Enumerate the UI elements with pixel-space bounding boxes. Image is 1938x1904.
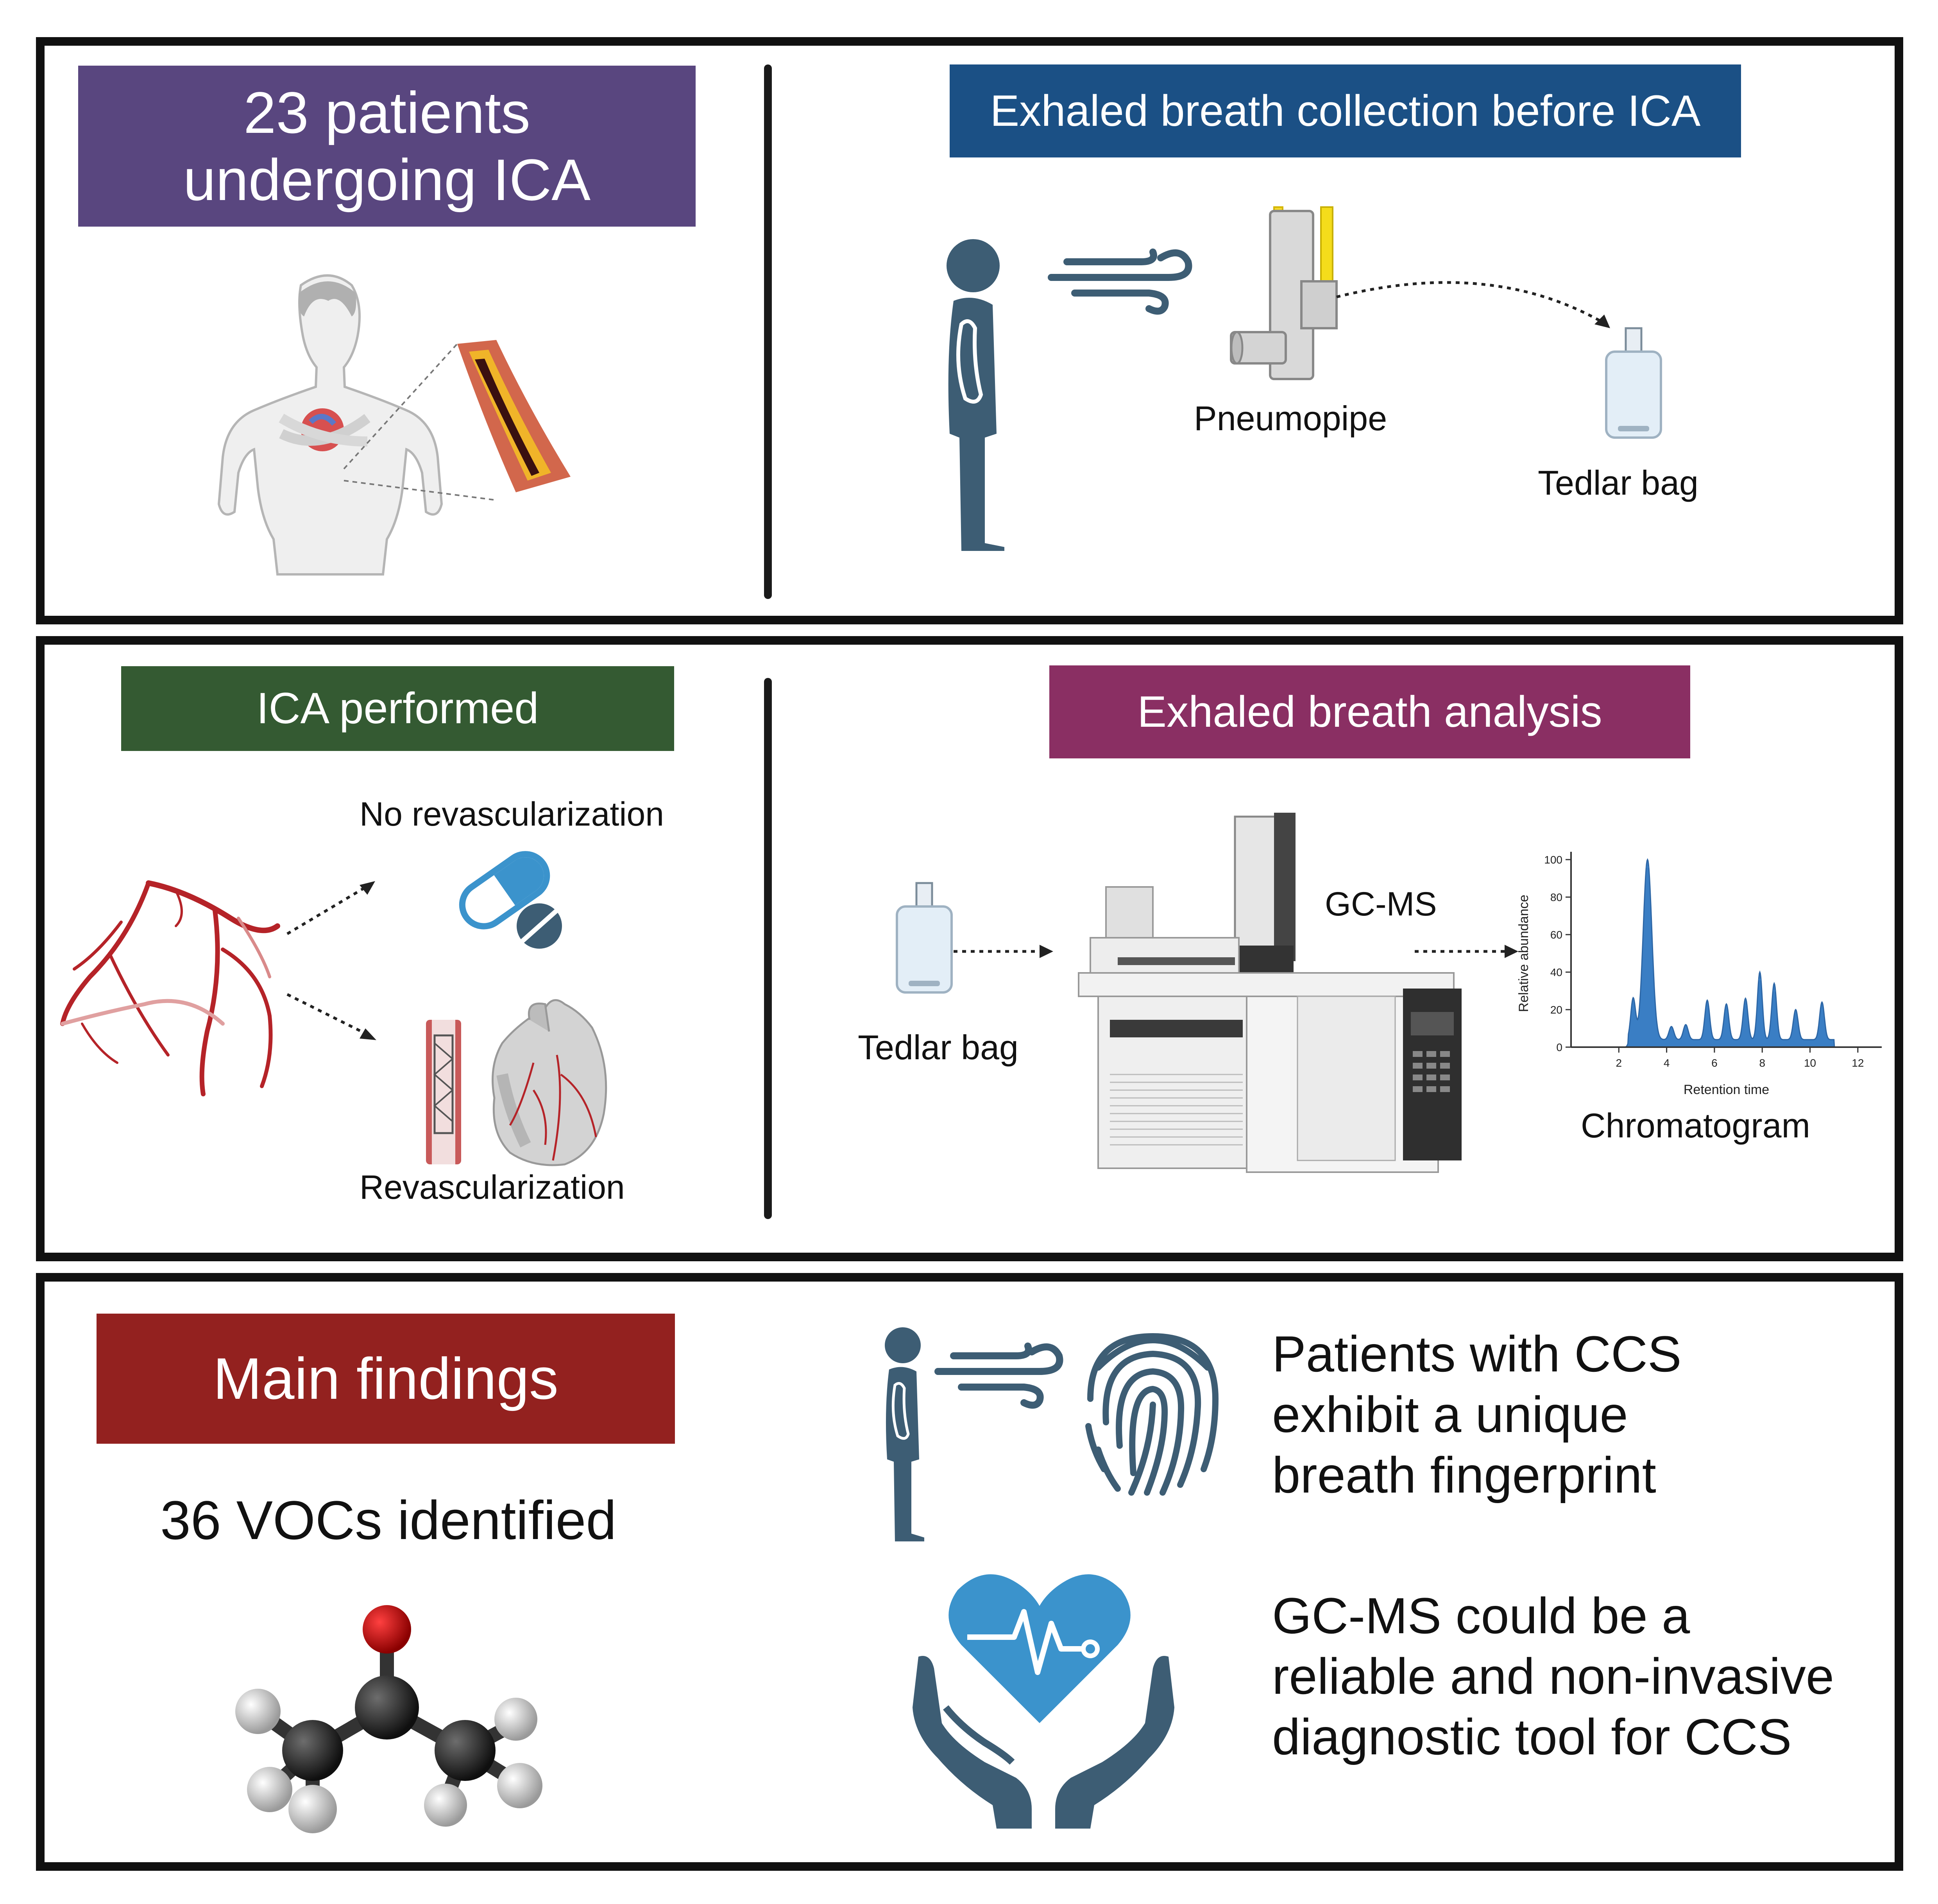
patient-body-icon: [217, 274, 443, 576]
analysis-title-box: Exhaled breath analysis: [1049, 665, 1690, 758]
dotted-arrow-1: [1336, 281, 1610, 328]
finding2-line1: GC-MS could be a: [1272, 1587, 1690, 1644]
peak-point-10: [1794, 1016, 1797, 1019]
y-tick-label-0: 0: [1556, 1041, 1562, 1053]
peak-point-9: [1773, 990, 1775, 992]
ica-title-box: ICA performed: [121, 666, 674, 751]
dotted-arrow-down: [286, 993, 376, 1040]
collection-title-box: Exhaled breath collection before ICA: [950, 64, 1741, 157]
dotted-arrow-4: [1415, 945, 1518, 958]
dotted-arrow-up: [286, 881, 375, 935]
patients-title-box: 23 patients undergoing ICA: [78, 66, 696, 227]
peak-point-5: [1706, 1007, 1709, 1009]
peak-point-6: [1725, 1010, 1728, 1013]
findings-title: Main findings: [213, 1346, 558, 1412]
x-tick-label-12: 12: [1852, 1057, 1864, 1069]
divider-panel1: [764, 64, 772, 599]
y-tick-label-40: 40: [1550, 966, 1562, 978]
gcms-instrument-icon: [1078, 813, 1462, 1173]
x-tick-label-2: 2: [1616, 1057, 1622, 1069]
coronary-tree-icon: [60, 880, 280, 1096]
collection-title: Exhaled breath collection before ICA: [990, 86, 1701, 135]
tedlar-label-2: Tedlar bag: [858, 1028, 1018, 1067]
y-tick-label-80: 80: [1550, 891, 1562, 903]
y-tick-label-20: 20: [1550, 1004, 1562, 1016]
y-axis-label: Relative abundance: [1516, 895, 1531, 1012]
finding2-line3: diagnostic tool for CCS: [1272, 1708, 1792, 1765]
human-figure-small-icon: [885, 1327, 924, 1541]
finding1-line2: exhibit a unique: [1272, 1386, 1628, 1443]
findings-title-box: Main findings: [97, 1314, 675, 1444]
x-axis-label: Retention time: [1684, 1082, 1769, 1097]
pneumopipe-label: Pneumopipe: [1194, 399, 1387, 438]
y-tick-label-100: 100: [1544, 854, 1562, 866]
x-tick-label-10: 10: [1804, 1057, 1816, 1069]
x-tick-label-8: 8: [1759, 1057, 1765, 1069]
patients-title: 23 patients undergoing ICA: [183, 79, 591, 213]
x-tick-label-4: 4: [1664, 1057, 1670, 1069]
pneumopipe-icon: [1230, 206, 1338, 380]
peak-point-8: [1759, 978, 1761, 981]
fingerprint-icon: [1085, 1333, 1219, 1496]
finding1-line3: breath fingerprint: [1272, 1446, 1656, 1504]
tedlar-label-1: Tedlar bag: [1538, 463, 1698, 502]
analysis-title: Exhaled breath analysis: [1137, 687, 1602, 736]
finding1-line1: Patients with CCS: [1272, 1325, 1682, 1382]
tedlar-bag-icon-2: [896, 882, 953, 994]
finding2-line2: reliable and non-invasive: [1272, 1648, 1834, 1705]
revasc-label: Revascularization: [360, 1169, 625, 1206]
gcms-label: GC-MS: [1325, 885, 1437, 923]
chromatogram-trace: [1607, 858, 1849, 1048]
peak-point-7: [1744, 1005, 1747, 1007]
breath-wind-icon: [1048, 249, 1192, 315]
stent-icon: [426, 1020, 461, 1164]
heart-hands-icon: [913, 1574, 1174, 1829]
peak-point-1: [1632, 1005, 1634, 1007]
divider-panel2: [764, 678, 772, 1219]
x-tick-label-6: 6: [1711, 1057, 1718, 1069]
peak-point-11: [1821, 1008, 1823, 1011]
y-tick-label-60: 60: [1550, 929, 1562, 941]
peak-point-2: [1646, 866, 1649, 869]
human-figure-icon: [947, 239, 1004, 551]
dotted-arrow-3: [954, 945, 1053, 958]
chromatogram-label: Chromatogram: [1581, 1106, 1810, 1145]
tedlar-bag-icon: [1605, 327, 1662, 439]
breath-wind-icon-2: [934, 1343, 1063, 1409]
no-revasc-label: No revascularization: [360, 796, 664, 833]
peak-point-4: [1684, 1031, 1687, 1033]
peak-point-3: [1670, 1033, 1673, 1035]
ica-title: ICA performed: [256, 684, 539, 733]
acetone-molecule-icon: [235, 1605, 542, 1833]
heart-icon: [492, 999, 607, 1166]
plaque-vessel-icon: [343, 340, 571, 501]
vocs-label: 36 VOCs identified: [160, 1489, 617, 1551]
pill-icon: [459, 851, 562, 949]
